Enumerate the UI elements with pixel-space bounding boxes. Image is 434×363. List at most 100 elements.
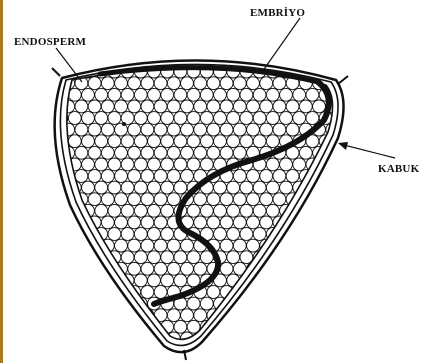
endosperm-cell (313, 239, 326, 252)
endosperm-cell (88, 77, 101, 90)
endosperm-cell (167, 239, 180, 252)
endosperm-cell (293, 158, 306, 171)
endosperm-cell (82, 158, 95, 171)
endosperm-cell (293, 228, 306, 241)
endosperm-cell (134, 274, 147, 287)
endosperm-cell (75, 123, 88, 136)
endosperm-cell (326, 286, 339, 299)
endosperm-cell (313, 262, 326, 275)
endosperm-cell (332, 228, 345, 241)
endosperm-cell (299, 239, 312, 252)
endosperm-cell (233, 123, 246, 136)
endosperm-cell (200, 112, 213, 125)
endosperm-cell (260, 100, 273, 113)
endosperm-cell (273, 123, 286, 136)
endosperm-cell (128, 100, 141, 113)
endosperm-cell (95, 158, 108, 171)
endosperm-cell (82, 320, 95, 333)
endosperm-cell (148, 88, 161, 101)
endosperm-cell (273, 332, 286, 345)
endosperm-cell (293, 251, 306, 264)
endosperm-cell (49, 262, 62, 275)
endosperm-cell (299, 332, 312, 345)
endosperm-cell (293, 112, 306, 125)
endosperm-cell (339, 262, 352, 275)
endosperm-cell (154, 100, 167, 113)
endosperm-cell (68, 228, 81, 241)
endosperm-cell (88, 54, 101, 67)
endosperm-cell (253, 181, 266, 194)
endosperm-cell (148, 251, 161, 264)
endosperm-cell (253, 297, 266, 310)
endosperm-cell (181, 262, 194, 275)
endosperm-cell (55, 320, 68, 333)
endosperm-cell (161, 88, 174, 101)
endosperm-cell (161, 181, 174, 194)
endosperm-cell (108, 135, 121, 148)
endosperm-cell (167, 146, 180, 159)
endosperm-cell (306, 274, 319, 287)
endosperm-cell (95, 135, 108, 148)
endosperm-cell (101, 77, 114, 90)
endosperm-cell (280, 158, 293, 171)
endosperm-cell (88, 170, 101, 183)
endosperm-cell (62, 286, 75, 299)
endosperm-cell (75, 170, 88, 183)
endosperm-cell (95, 297, 108, 310)
endosperm-cell (62, 216, 75, 229)
endosperm-cell (88, 286, 101, 299)
endosperm-cell (141, 332, 154, 345)
endosperm-cell (75, 239, 88, 252)
endosperm-cell (68, 135, 81, 148)
endosperm-cell (161, 158, 174, 171)
endosperm-cell (200, 204, 213, 217)
endosperm-cell (313, 286, 326, 299)
endosperm-cell (181, 100, 194, 113)
endosperm-cell (253, 320, 266, 333)
endosperm-cell (174, 88, 187, 101)
endosperm-cell (240, 204, 253, 217)
endosperm-cell (141, 239, 154, 252)
endosperm-cell (233, 170, 246, 183)
endosperm-cell (134, 112, 147, 125)
endosperm-cell (154, 286, 167, 299)
endosperm-cell (319, 204, 332, 217)
endosperm-cell (306, 88, 319, 101)
endosperm-cell (101, 170, 114, 183)
endosperm-cell (332, 251, 345, 264)
endosperm-cell (247, 239, 260, 252)
endosperm-cell (233, 100, 246, 113)
endosperm-cell (115, 332, 128, 345)
endosperm-cell (273, 193, 286, 206)
endosperm-cell (187, 112, 200, 125)
endosperm-cell (134, 251, 147, 264)
endosperm-cell (161, 204, 174, 217)
endosperm-cell (273, 170, 286, 183)
endosperm-cell (332, 204, 345, 217)
endosperm-cell (207, 193, 220, 206)
endosperm-cell (121, 88, 134, 101)
endosperm-cell (200, 135, 213, 148)
endosperm-cell (339, 286, 352, 299)
endosperm-cell (299, 54, 312, 67)
endosperm-cell (247, 193, 260, 206)
endosperm-cell (260, 170, 273, 183)
endosperm-cell (326, 170, 339, 183)
endosperm-cell (332, 274, 345, 287)
endosperm-cell (82, 181, 95, 194)
endosperm-cell (141, 123, 154, 136)
endosperm-cell (326, 239, 339, 252)
endosperm-cell (326, 193, 339, 206)
endosperm-cell (280, 112, 293, 125)
endosperm-cell (253, 88, 266, 101)
endosperm-cell (55, 251, 68, 264)
endosperm-cell (233, 193, 246, 206)
endosperm-cell (207, 146, 220, 159)
endosperm-cell (247, 123, 260, 136)
endosperm-cell (148, 204, 161, 217)
endosperm-cell (266, 320, 279, 333)
endosperm-cell (115, 170, 128, 183)
endosperm-cell (332, 158, 345, 171)
endosperm-cell (339, 239, 352, 252)
endosperm-cell (128, 332, 141, 345)
